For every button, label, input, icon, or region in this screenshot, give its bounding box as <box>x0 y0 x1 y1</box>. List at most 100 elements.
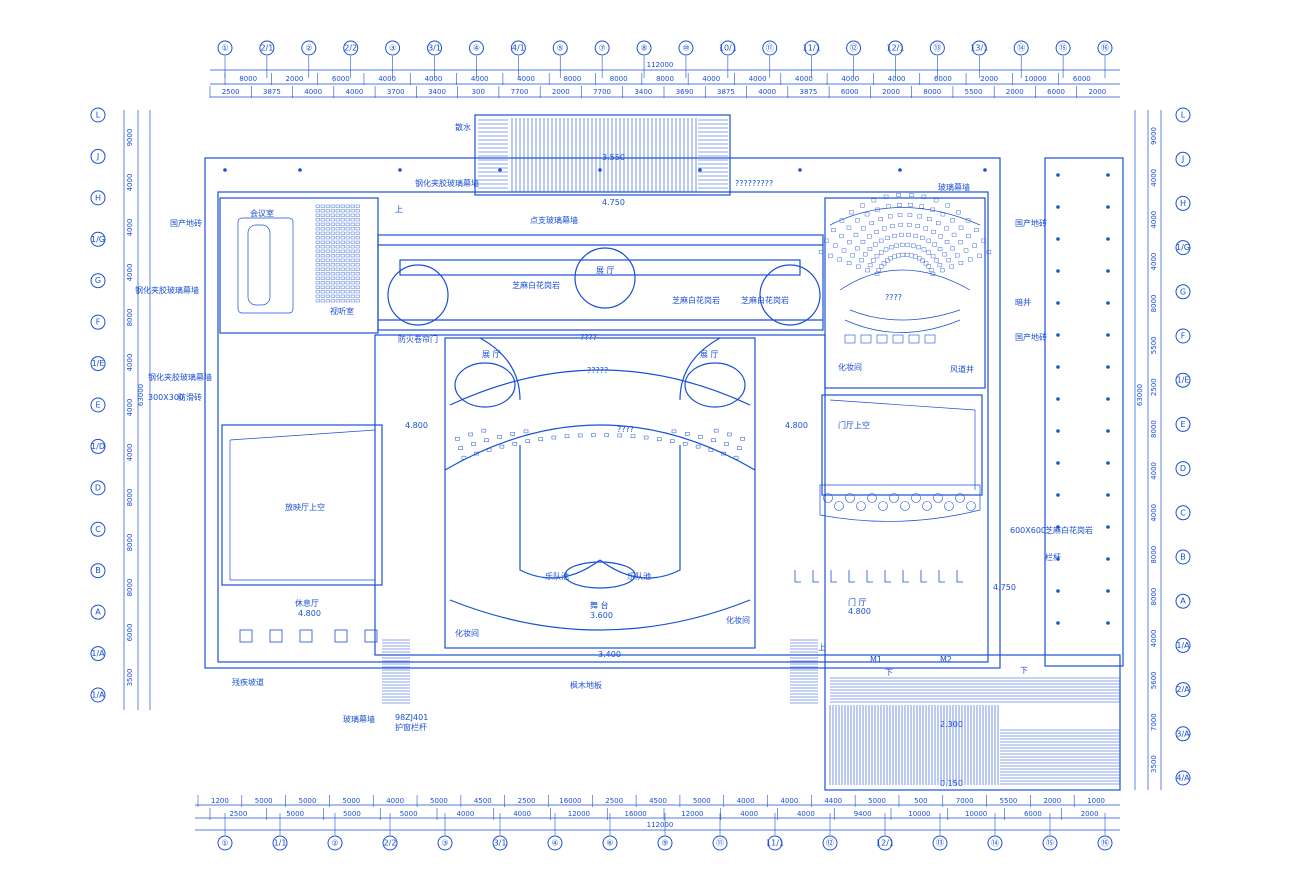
grid-bubble-icon: 3/1 <box>427 40 443 56</box>
label-down-2: 下 <box>885 668 893 677</box>
toilet-icon <box>876 334 888 344</box>
dim-value: 4000 <box>797 810 815 818</box>
dim-value: 7700 <box>511 88 529 96</box>
seat-icon <box>867 263 873 268</box>
grid-bubble-label: ⑯ <box>1101 44 1109 53</box>
dim-value: 4000 <box>740 810 758 818</box>
dim-value: 1000 <box>1087 797 1105 805</box>
column-dot-icon <box>1106 333 1110 337</box>
grid-bubble-icon: L <box>90 107 106 123</box>
seat-icon <box>350 204 355 208</box>
dim-value: 8000 <box>239 75 257 83</box>
seat-icon <box>913 254 918 259</box>
grid-bubble-icon: A <box>90 604 106 620</box>
grid-bubble-label: ⑯ <box>1101 839 1109 848</box>
dim-value: 2500 <box>518 797 536 805</box>
seat-icon <box>320 267 325 271</box>
grid-bubble-icon: 2/1 <box>259 40 275 56</box>
dim-value: 6000 <box>934 75 952 83</box>
dim-value: 2000 <box>552 88 570 96</box>
seat-icon <box>853 232 859 237</box>
seat-icon <box>915 224 920 229</box>
seat-icon <box>315 222 320 226</box>
dim-value: 8000 <box>126 579 134 597</box>
column-dot-icon <box>798 168 802 172</box>
tree-icon <box>856 501 866 511</box>
seat-icon <box>315 218 320 222</box>
dim-value: 7000 <box>1150 713 1158 731</box>
seat-icon <box>330 245 335 249</box>
grid-bubble-circle <box>1175 328 1191 344</box>
seat-icon <box>320 276 325 280</box>
grid-bubble-icon: L <box>1175 107 1191 123</box>
label-elev-4: 4.800 <box>785 421 808 430</box>
seat-icon <box>920 235 925 240</box>
kiosk-icon <box>794 570 801 583</box>
seat-icon <box>564 434 570 439</box>
kiosk-icon <box>920 570 927 583</box>
grid-bubble-icon: ④ <box>547 835 563 851</box>
seat-icon <box>847 240 852 245</box>
seat-icon <box>335 209 340 213</box>
seat-icon <box>345 218 350 222</box>
label-tile-1: 国产地砖 <box>170 218 202 228</box>
dim-value: 7700 <box>593 88 611 96</box>
seat-icon <box>911 243 916 248</box>
seat-icon <box>330 249 335 253</box>
seat-icon <box>330 227 335 231</box>
grid-bubble-label: B <box>95 566 101 575</box>
seat-icon <box>330 272 335 276</box>
overall-dim-top: 112000 <box>647 61 674 69</box>
grid-bubble-icon: 1/E <box>90 356 106 372</box>
seat-icon <box>881 261 887 266</box>
seat-icon <box>320 299 325 303</box>
grid-bubble-label: 4/1 <box>512 44 525 53</box>
seat-icon <box>841 248 847 253</box>
dim-value: 5000 <box>342 797 360 805</box>
dim-value: 5000 <box>693 797 711 805</box>
label-orchestra-1: 乐队池 <box>545 571 569 581</box>
column-dot-icon <box>898 168 902 172</box>
seat-icon <box>855 218 860 223</box>
label-elev-10: 2.300 <box>940 720 963 729</box>
dim-value: 3500 <box>1150 755 1158 773</box>
seat-icon <box>966 234 971 239</box>
grid-bubble-icon: ② <box>327 835 343 851</box>
seat-icon <box>355 204 360 208</box>
grid-bubble-label: 12/1 <box>886 44 904 53</box>
seat-icon <box>330 218 335 222</box>
grid-bubble-circle <box>932 835 948 851</box>
seat-icon <box>604 433 609 437</box>
grid-bubble-circle <box>468 40 484 56</box>
seat-icon <box>335 254 340 258</box>
seat-icon <box>525 439 531 444</box>
label-elev-11: 0.150 <box>940 779 963 788</box>
seat-icon <box>345 258 350 262</box>
dim-value: 4000 <box>1150 253 1158 271</box>
seat-icon <box>926 217 932 222</box>
label-lounge: 休息厅 <box>295 598 319 608</box>
column-dot-icon <box>1106 205 1110 209</box>
seat-icon <box>684 432 690 436</box>
label-glass-curtain-3: 钢化夹胶玻璃幕墙 <box>148 372 212 382</box>
seat-icon <box>350 299 355 303</box>
seat-icon <box>355 249 360 253</box>
seat-icon <box>926 264 932 269</box>
label-listen: 视听室 <box>330 306 354 316</box>
seat-icon <box>315 249 320 253</box>
dim-value: 5500 <box>1150 336 1158 354</box>
foyer-void <box>829 399 976 490</box>
label-glass-curtain-5: 玻璃幕墙 <box>343 714 375 724</box>
seat-icon <box>899 232 904 237</box>
grid-bubble-label: ⑩ <box>682 44 689 53</box>
seat-icon <box>944 226 949 231</box>
label-cinema-void: 放映厅上空 <box>285 502 325 512</box>
seat-icon <box>330 222 335 226</box>
seat-icon <box>325 227 330 231</box>
seat-icon <box>935 221 941 226</box>
dim-value: 2000 <box>1043 797 1061 805</box>
cinema-void <box>229 429 376 581</box>
grid-bubble-label: F <box>96 318 101 327</box>
table-icon <box>299 629 313 643</box>
